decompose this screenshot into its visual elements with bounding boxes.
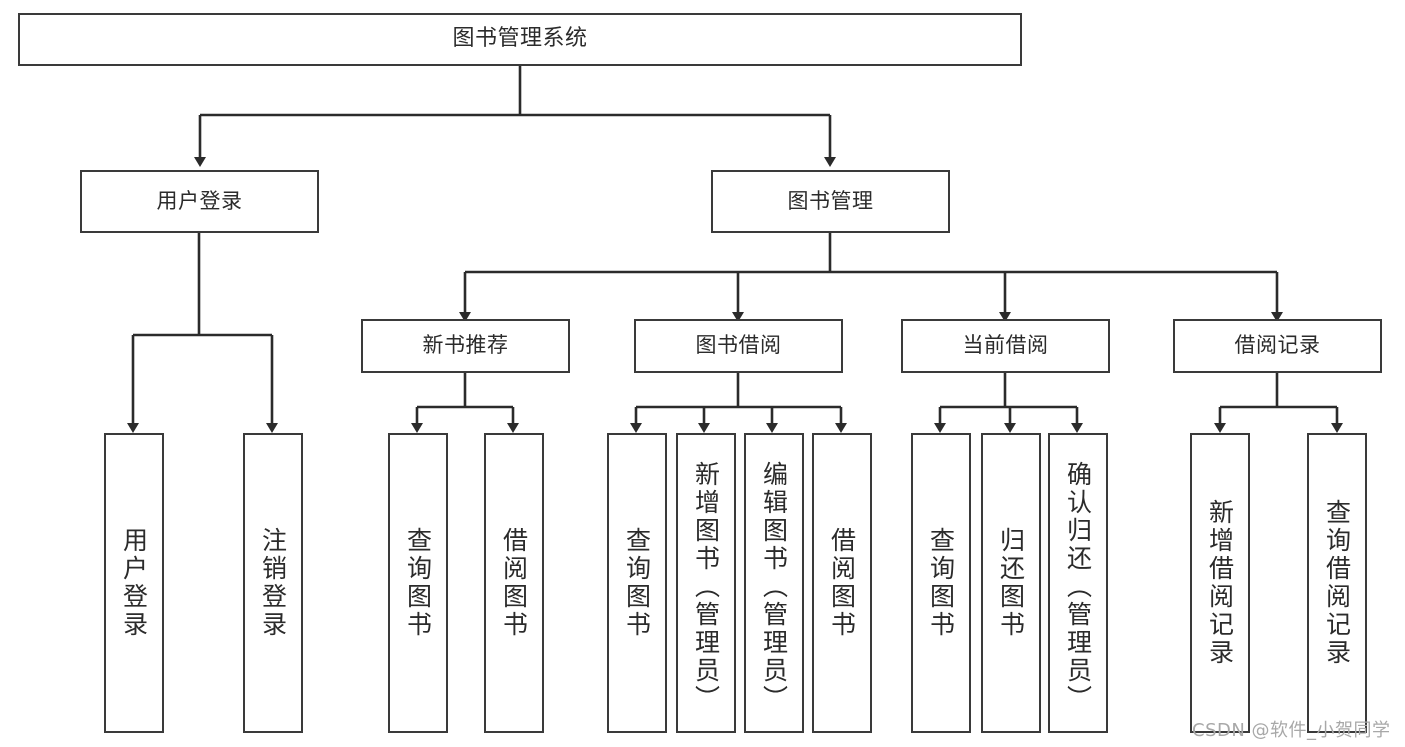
node-leaf-query-book-1[interactable]: 查询图书 (388, 433, 448, 733)
node-label: 查询图书 (403, 527, 433, 639)
node-label: 查询图书 (622, 527, 652, 639)
node-root-system[interactable]: 图书管理系统 (18, 13, 1022, 66)
node-leaf-logout[interactable]: 注销登录 (243, 433, 303, 733)
node-current-borrow[interactable]: 当前借阅 (901, 319, 1110, 373)
node-label: 新增图书（管理员） (691, 461, 721, 713)
node-label: 图书借阅 (695, 333, 782, 358)
node-leaf-confirm-return[interactable]: 确认归还（管理员） (1048, 433, 1108, 733)
node-leaf-borrow-book-2[interactable]: 借阅图书 (812, 433, 872, 733)
node-label: 查询图书 (926, 527, 956, 639)
node-label: 当前借阅 (962, 333, 1049, 358)
node-label: 注销登录 (258, 527, 288, 639)
node-label: 借阅记录 (1234, 333, 1321, 358)
node-leaf-user-login[interactable]: 用户登录 (104, 433, 164, 733)
node-label: 借阅图书 (499, 527, 529, 639)
node-new-book-recommend[interactable]: 新书推荐 (361, 319, 570, 373)
node-leaf-return-book[interactable]: 归还图书 (981, 433, 1041, 733)
node-label: 用户登录 (156, 188, 243, 213)
node-label: 查询借阅记录 (1322, 499, 1352, 667)
node-label: 借阅图书 (827, 527, 857, 639)
node-user-login[interactable]: 用户登录 (80, 170, 319, 233)
node-book-borrow[interactable]: 图书借阅 (634, 319, 843, 373)
node-label: 新书推荐 (422, 333, 509, 358)
node-label: 归还图书 (996, 527, 1026, 639)
node-label: 新增借阅记录 (1205, 499, 1235, 667)
node-leaf-add-book[interactable]: 新增图书（管理员） (676, 433, 736, 733)
node-borrow-record[interactable]: 借阅记录 (1173, 319, 1382, 373)
node-label: 用户登录 (119, 527, 149, 639)
node-label: 确认归还（管理员） (1063, 461, 1093, 713)
node-leaf-add-record[interactable]: 新增借阅记录 (1190, 433, 1250, 733)
node-label: 编辑图书（管理员） (759, 461, 789, 713)
watermark-text: CSDN @软件_小贺同学 (1192, 720, 1391, 741)
node-label: 图书管理 (787, 188, 874, 213)
node-leaf-edit-book[interactable]: 编辑图书（管理员） (744, 433, 804, 733)
node-leaf-query-record[interactable]: 查询借阅记录 (1307, 433, 1367, 733)
node-book-manage[interactable]: 图书管理 (711, 170, 950, 233)
node-leaf-borrow-book-1[interactable]: 借阅图书 (484, 433, 544, 733)
node-label: 图书管理系统 (452, 26, 588, 52)
node-leaf-query-book-3[interactable]: 查询图书 (911, 433, 971, 733)
node-leaf-query-book-2[interactable]: 查询图书 (607, 433, 667, 733)
